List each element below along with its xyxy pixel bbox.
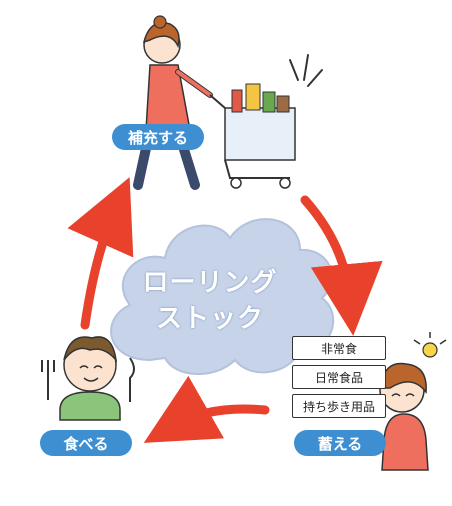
stock-item-daily-food: 日常食品 <box>292 365 386 389</box>
step-pill-store: 蓄える <box>294 430 386 456</box>
arrow-store-to-eat <box>143 375 270 443</box>
cloud-shape <box>110 218 335 375</box>
step-pill-replenish: 補充する <box>112 124 204 150</box>
eating-boy-illustration <box>41 336 135 421</box>
arrow-replenish-to-store <box>300 195 383 336</box>
storing-woman-illustration <box>379 332 447 471</box>
stock-item-emergency-food: 非常食 <box>292 336 386 360</box>
step-pill-eat: 食べる <box>40 430 132 456</box>
shopping-cart-illustration <box>209 54 323 189</box>
cloud-title-line2: ストック <box>155 304 264 334</box>
cloud-title-line1: ローリング <box>142 268 278 298</box>
shopping-woman-illustration <box>133 15 213 190</box>
stock-item-carry-supplies: 持ち歩き用品 <box>292 394 386 418</box>
arrow-eat-to-replenish <box>67 177 134 330</box>
